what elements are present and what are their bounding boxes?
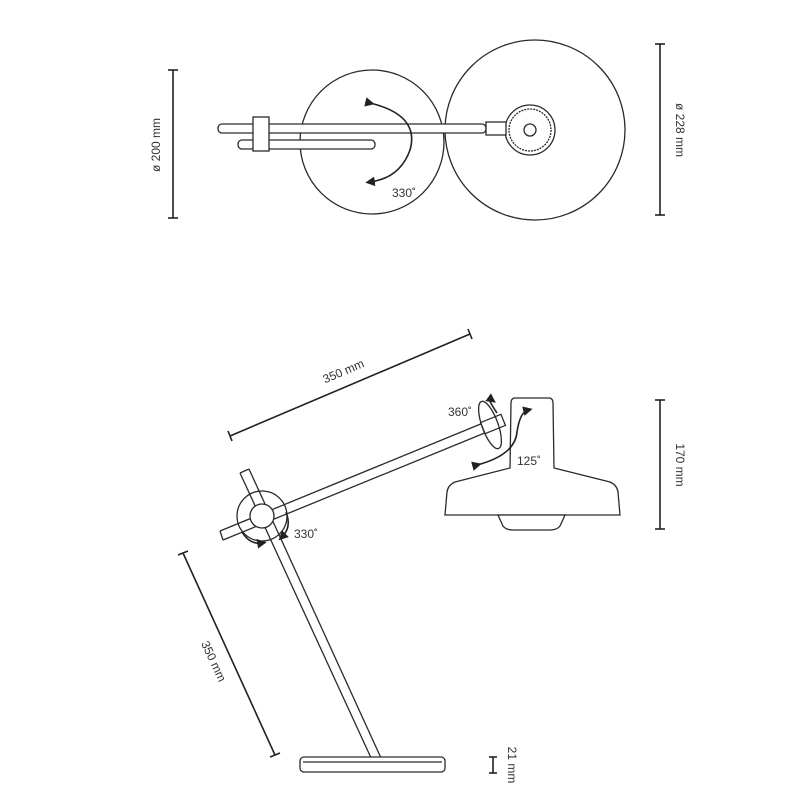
- stand-pole-top: [239, 468, 250, 474]
- rotation-arrow: [364, 97, 413, 187]
- pivot-rotation-arrow: [278, 511, 290, 541]
- shade-swivel-label: 360˚: [448, 405, 472, 419]
- top-rotation-label: 330˚: [392, 186, 416, 200]
- side-view: 350 mm 330˚ 125˚ 360˚ 170 mm: [177, 328, 687, 784]
- arm-end: [219, 530, 224, 541]
- shade-neck-outer: [504, 104, 556, 156]
- pivot-rotation-arrow: [241, 531, 267, 549]
- base-diameter-label: ø 200 mm: [149, 118, 163, 172]
- top-view: ø 200 mm 330˚ ø 228 mm: [149, 39, 687, 221]
- arm-length-dimension: [227, 328, 473, 442]
- base-diameter-dimension: [168, 69, 178, 219]
- base-height-dimension: [489, 756, 497, 774]
- base-height-label: 21 mm: [505, 747, 519, 784]
- shade-diameter-label: ø 228 mm: [673, 103, 687, 157]
- lamp-base: [299, 756, 446, 773]
- arm-connector: [485, 121, 507, 136]
- shade-neck-inner: [508, 108, 552, 152]
- pivot-rotation-label: 330˚: [294, 527, 318, 541]
- shade-height-dimension: [655, 399, 665, 530]
- pivot-bracket: [252, 116, 270, 152]
- light-diffuser: [496, 514, 567, 531]
- shade-diameter-dimension: [655, 43, 665, 216]
- shade-tilt-arrow: [471, 406, 533, 471]
- shade-swivel-arrow: [485, 393, 498, 414]
- stand-length-dimension: [177, 550, 281, 758]
- shade-center: [523, 123, 537, 137]
- pivot-knob: [249, 503, 275, 529]
- shade-height-label: 170 mm: [673, 443, 687, 486]
- shade-tilt-label: 125˚: [517, 454, 541, 468]
